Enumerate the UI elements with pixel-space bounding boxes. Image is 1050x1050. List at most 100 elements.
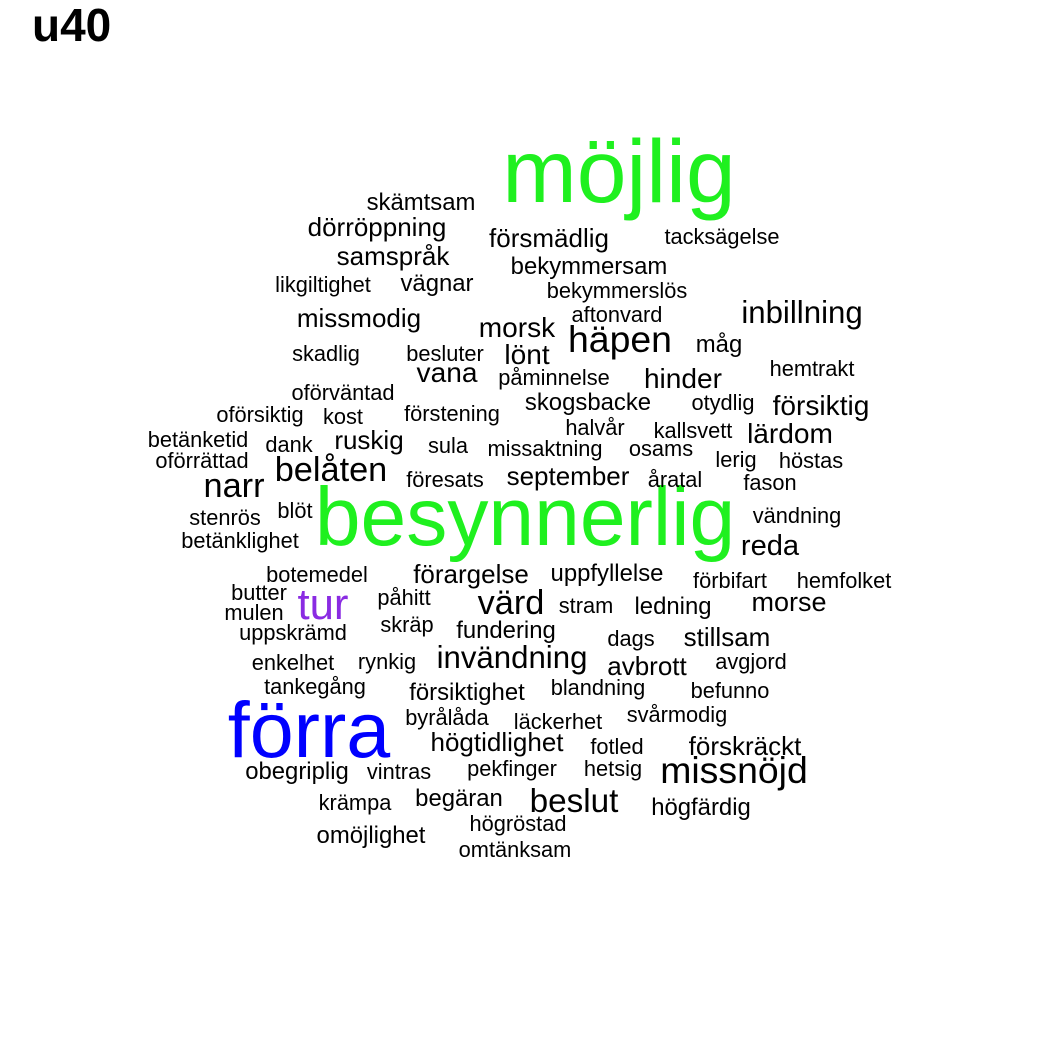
word-2: förra [228, 685, 391, 774]
word-82: uppskrämd [239, 620, 347, 645]
word-97: krämpa [319, 790, 393, 815]
word-32: bekymmersam [511, 253, 668, 280]
word-6: belåten [275, 451, 388, 489]
word-11: invändning [437, 640, 588, 675]
word-35: fundering [456, 617, 556, 644]
word-17: försiktig [773, 390, 870, 421]
word-61: sula [428, 433, 469, 458]
word-0: möjlig [502, 121, 735, 221]
word-49: besluter [406, 341, 484, 366]
word-99: omtänksam [459, 837, 572, 862]
word-66: höstas [779, 448, 843, 473]
word-39: obegriplig [245, 758, 349, 785]
word-31: skämtsam [367, 189, 476, 216]
chart-title: u40 [32, 0, 112, 51]
word-86: avgjord [715, 649, 787, 674]
word-24: ruskig [334, 425, 403, 455]
word-93: fotled [590, 734, 643, 759]
word-92: svårmodig [627, 702, 728, 727]
word-59: betänketid [148, 427, 249, 452]
word-20: försmädlig [489, 223, 609, 253]
word-70: blöt [277, 498, 312, 523]
word-65: lerig [715, 447, 756, 472]
word-58: kallsvett [654, 418, 733, 443]
word-68: åratal [648, 467, 703, 492]
word-16: hinder [644, 363, 722, 394]
word-69: fason [743, 470, 796, 495]
word-28: förskräckt [689, 731, 802, 761]
word-73: betänklighet [181, 528, 299, 553]
word-72: vändning [753, 503, 841, 528]
word-98: högröstad [470, 811, 567, 836]
word-5: missnöjd [660, 749, 808, 791]
word-94: vintras [367, 759, 431, 784]
word-81: skräp [380, 612, 433, 637]
word-44: tacksägelse [664, 224, 779, 249]
word-9: beslut [530, 783, 619, 820]
word-27: högtidlighet [431, 727, 565, 757]
word-40: begäran [415, 785, 503, 812]
word-33: skogsbacke [525, 389, 651, 416]
word-79: mulen [224, 600, 283, 625]
word-8: värd [478, 584, 545, 622]
word-87: tankegång [264, 674, 366, 699]
word-57: halvår [565, 415, 624, 440]
word-85: rynkig [358, 649, 416, 674]
word-23: missmodig [297, 303, 421, 333]
word-3: tur [298, 580, 349, 629]
word-63: osams [629, 436, 693, 461]
word-48: skadlig [292, 341, 360, 366]
word-53: otydlig [691, 390, 754, 415]
word-78: påhitt [377, 585, 430, 610]
word-76: hemfolket [797, 568, 892, 593]
word-56: förstening [404, 401, 500, 426]
word-12: reda [741, 530, 800, 562]
word-91: läckerhet [514, 709, 602, 734]
word-50: hemtrakt [770, 356, 855, 381]
word-96: hetsig [584, 756, 642, 781]
word-84: enkelhet [252, 650, 334, 675]
word-19: morse [751, 587, 826, 617]
word-15: vana [417, 357, 478, 388]
word-77: butter [231, 580, 287, 605]
word-41: omöjlighet [317, 822, 426, 849]
word-7: narr [204, 467, 265, 505]
word-75: förbifart [693, 568, 767, 593]
word-25: september [507, 461, 630, 491]
word-36: försiktighet [409, 679, 525, 706]
word-42: måg [696, 331, 742, 358]
word-29: avbrott [607, 651, 687, 681]
word-74: botemedel [266, 562, 368, 587]
word-1: besynnerlig [315, 472, 735, 563]
word-4: häpen [568, 318, 672, 360]
word-62: missaktning [487, 436, 602, 461]
word-37: uppfyllelse [551, 560, 664, 587]
word-67: föresats [406, 467, 484, 492]
word-21: dörröppning [308, 212, 447, 242]
word-90: byrålåda [405, 705, 489, 730]
word-89: befunno [691, 678, 770, 703]
word-64: oförrättad [155, 448, 248, 473]
word-13: morsk [479, 312, 556, 343]
word-14: lönt [504, 339, 549, 370]
word-51: påminnelse [498, 365, 609, 390]
word-47: likgiltighet [275, 272, 371, 297]
word-38: högfärdig [651, 794, 751, 821]
word-46: aftonvard [572, 302, 663, 327]
word-80: stram [559, 593, 614, 618]
word-60: dank [265, 432, 312, 457]
word-18: lärdom [747, 418, 833, 449]
word-95: pekfinger [467, 756, 557, 781]
word-52: oförväntad [291, 380, 394, 405]
word-30: stillsam [684, 622, 771, 652]
word-43: vägnar [400, 270, 473, 297]
word-10: inbillning [741, 295, 862, 330]
word-26: förargelse [413, 559, 529, 589]
word-71: stenrös [189, 505, 261, 530]
word-45: bekymmerslös [547, 278, 688, 303]
word-55: kost [323, 404, 363, 429]
word-34: ledning [634, 593, 711, 620]
word-22: samspråk [337, 241, 451, 271]
word-83: dags [607, 626, 654, 651]
